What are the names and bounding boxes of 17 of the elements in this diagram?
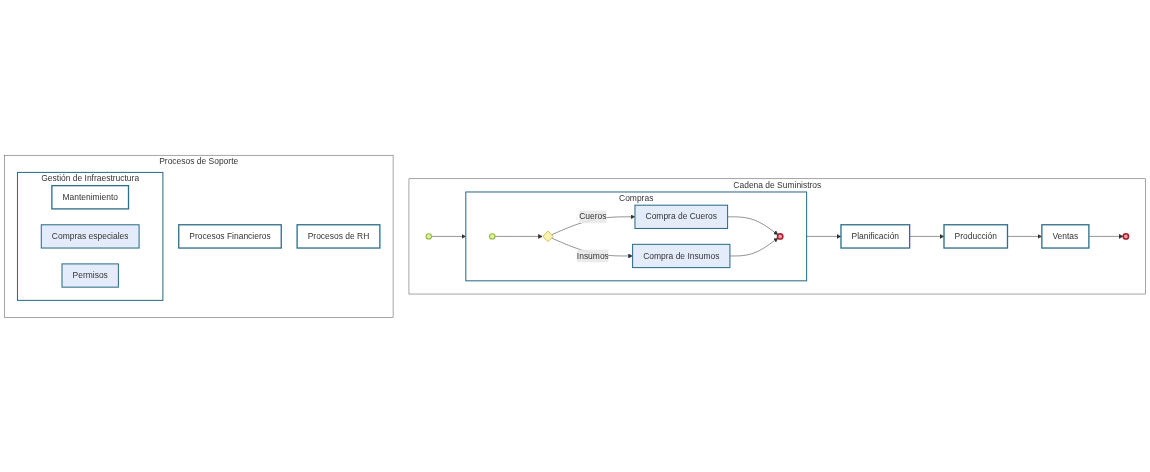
node-box: Compras especiales xyxy=(40,223,140,249)
node-box: Planificación xyxy=(840,223,911,249)
node-circle xyxy=(489,232,496,240)
node-box: Procesos de RH xyxy=(296,223,381,249)
edge-label: Insumos xyxy=(576,250,609,260)
node-box: Procesos Financieros xyxy=(178,223,282,249)
node-box: Permisos xyxy=(61,262,119,288)
node-box: Producción xyxy=(943,223,1009,249)
node-box: Mantenimiento xyxy=(51,184,130,210)
node-box: Compra de Insumos xyxy=(632,243,731,268)
node-circle xyxy=(1122,232,1130,240)
node-box: Compra de Cueros xyxy=(634,204,729,229)
node-circle xyxy=(776,232,784,240)
node-circle xyxy=(425,232,432,240)
node-box: Ventas xyxy=(1041,223,1090,249)
edge-label: Cueros xyxy=(579,211,607,221)
node-diamond xyxy=(542,230,554,242)
